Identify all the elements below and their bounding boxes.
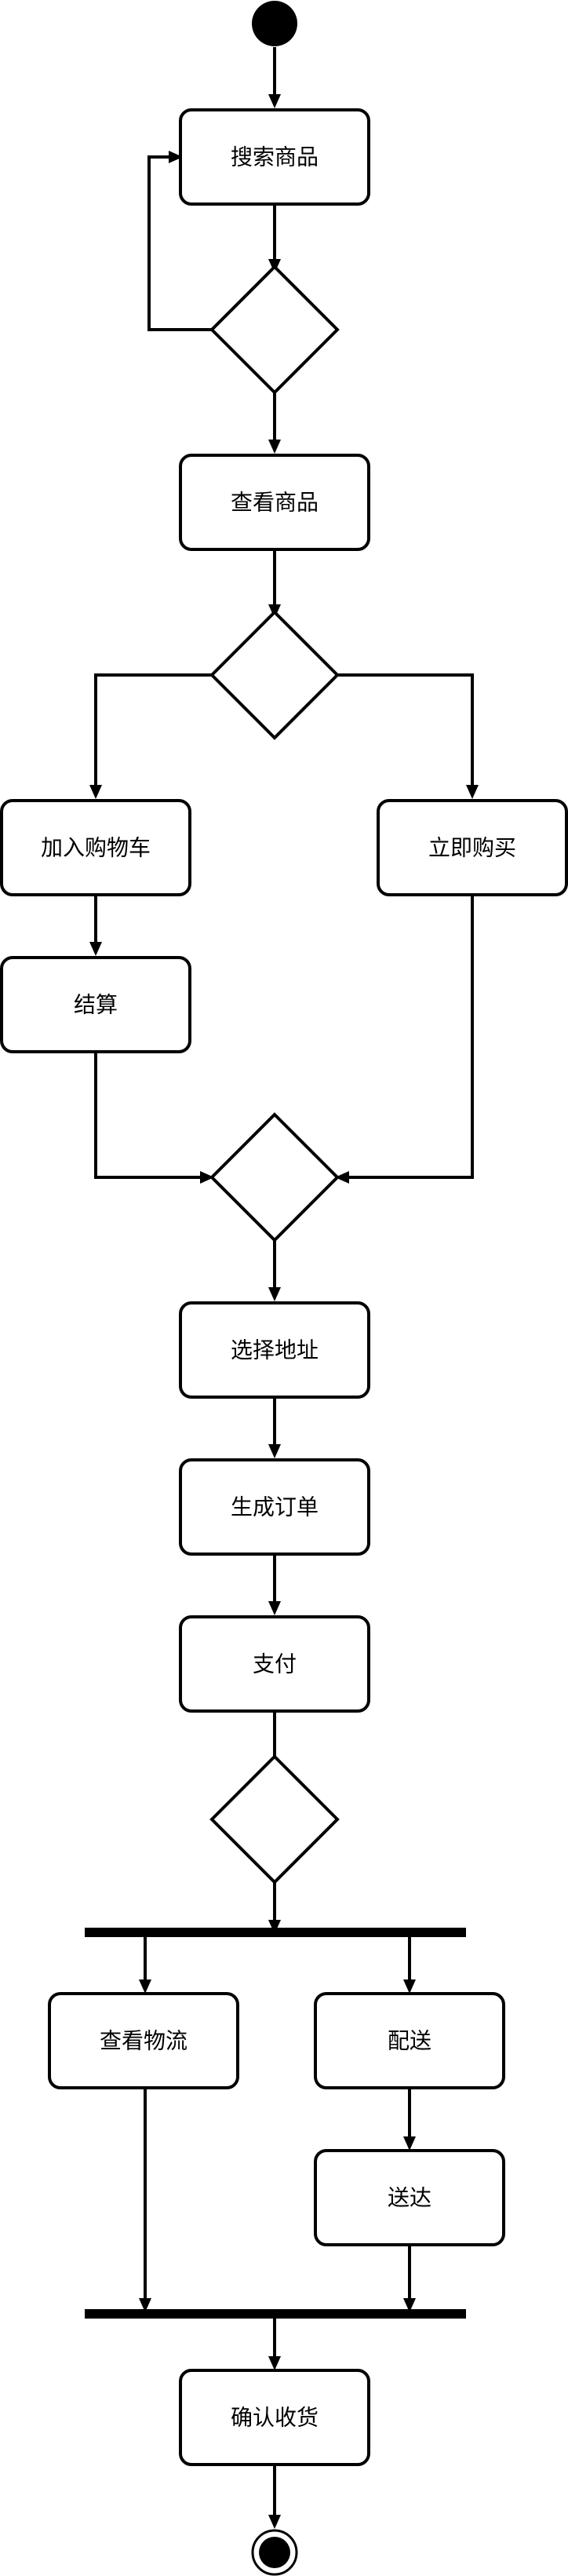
arrowhead [169, 151, 183, 163]
decision-node-after-pay [209, 1754, 340, 1885]
label-create-order: 生成订单 [231, 1494, 319, 1520]
arrowhead [139, 2298, 151, 2312]
start-node [252, 1, 297, 46]
edge-checkout-to-merge [94, 1053, 208, 1179]
arrowhead [466, 785, 479, 799]
edge-buynow-to-merge [341, 896, 474, 1179]
arrowhead [268, 2356, 281, 2370]
activity-create-order [179, 1458, 370, 1556]
arrowhead [89, 785, 102, 799]
activity-pay [179, 1615, 370, 1713]
arrowhead [200, 1171, 214, 1184]
label-search-goods: 搜索商品 [231, 144, 319, 170]
fork-bar [85, 1928, 466, 1937]
arrowhead [268, 1601, 281, 1615]
decision-node-purchase-path [209, 610, 340, 740]
arrowhead [403, 2298, 416, 2312]
label-confirm-receipt: 确认收货 [231, 2405, 319, 2431]
activity-checkout [0, 956, 191, 1053]
arrowhead [268, 440, 281, 454]
label-pay: 支付 [253, 1651, 297, 1677]
activity-view-goods [179, 454, 370, 551]
activity-distribute [314, 1992, 505, 2089]
arrowhead [403, 1979, 416, 1994]
activity-add-to-cart [0, 799, 191, 896]
label-checkout: 结算 [74, 992, 118, 1018]
label-view-goods: 查看商品 [231, 490, 319, 516]
label-buy-now: 立即购买 [428, 835, 516, 861]
arrowhead [268, 2515, 281, 2529]
edge-decision2-to-cart [94, 673, 212, 793]
label-select-address: 选择地址 [231, 1337, 319, 1363]
arrowhead [268, 94, 281, 108]
edge-decision1-loop-to-search [147, 155, 212, 331]
decision-node-search-loop [209, 265, 340, 395]
join-bar [85, 2309, 466, 2319]
label-add-to-cart: 加入购物车 [41, 835, 151, 861]
edge-decision2-to-buynow [337, 673, 474, 793]
arrowhead [335, 1171, 349, 1184]
label-distribute: 配送 [388, 2028, 431, 2054]
arrowhead [139, 1979, 151, 1994]
arrowhead [403, 2136, 416, 2151]
arrowhead [89, 942, 102, 956]
arrowhead [268, 1287, 281, 1301]
activity-select-address [179, 1301, 370, 1399]
arrowhead [268, 1444, 281, 1458]
label-deliver: 送达 [388, 2185, 431, 2211]
activity-deliver [314, 2149, 505, 2246]
activity-search-goods [179, 108, 370, 206]
activity-buy-now [377, 799, 568, 896]
merge-node-purchase [209, 1112, 340, 1242]
activity-view-logistics [48, 1992, 239, 2089]
activity-confirm-receipt [179, 2369, 370, 2466]
arrowhead [268, 1920, 281, 1934]
label-view-logistics: 查看物流 [100, 2028, 188, 2054]
end-node-inner [259, 2537, 290, 2568]
